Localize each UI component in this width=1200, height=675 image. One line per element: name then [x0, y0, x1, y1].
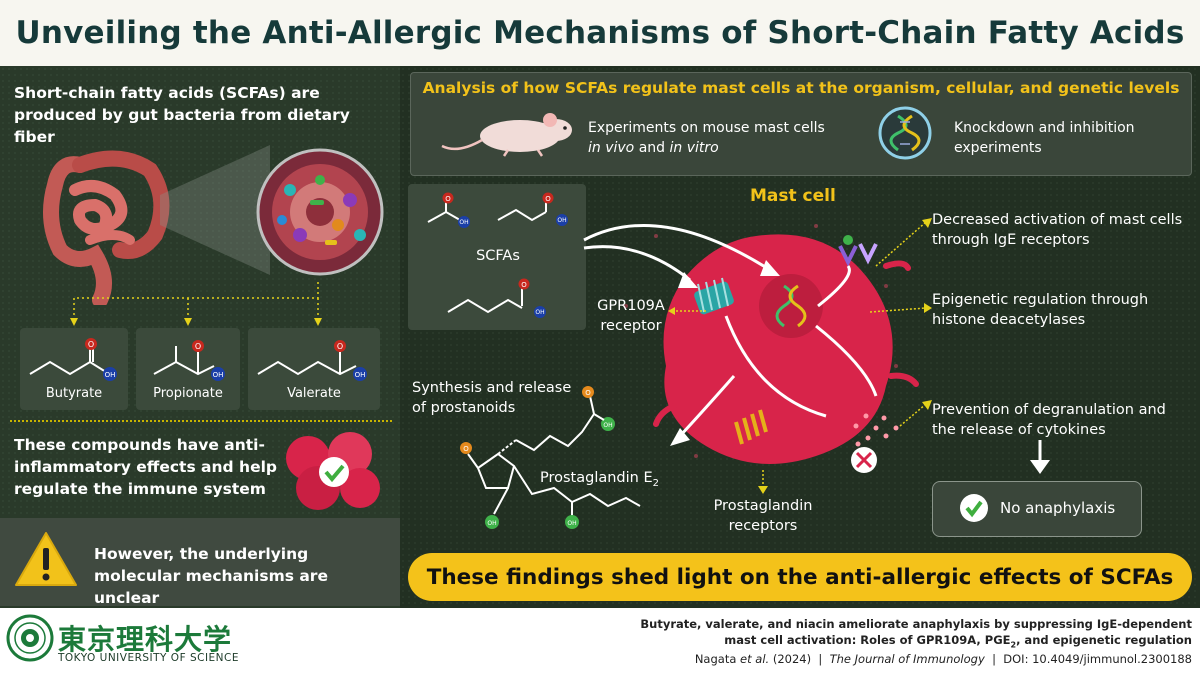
intestine-icon — [43, 150, 170, 305]
effect-pointers — [870, 218, 932, 427]
mouse-icon — [441, 113, 572, 157]
svg-text:OH: OH — [487, 520, 496, 527]
citation-title: Butyrate, valerate, and niacin ameliorat… — [640, 617, 1192, 650]
svg-text:OH: OH — [355, 371, 366, 379]
page-title: Unveiling the Anti-Allergic Mechanisms o… — [15, 15, 1185, 51]
svg-text:OH: OH — [459, 219, 468, 226]
molecule-card-propionate: O OH Propionate — [136, 328, 240, 410]
analysis-title: Analysis of how SCFAs regulate mast cell… — [422, 79, 1180, 97]
exp1-line2: in vivo and in vitro — [588, 140, 719, 156]
scfa-intro-text: Short-chain fatty acids (SCFAs) are prod… — [14, 84, 350, 146]
svg-text:O: O — [337, 342, 343, 351]
effect-ige-text: Decreased activation of mast cells throu… — [932, 212, 1183, 248]
footer — [0, 608, 1200, 675]
molecule-label: Butyrate — [45, 386, 103, 401]
pge2-label: Prostaglandin E2 — [540, 470, 660, 489]
prostaglandin-receptor-icon — [734, 409, 768, 445]
university-logo-icon — [6, 614, 54, 662]
molecule-card-valerate: O OH Valerate — [248, 328, 380, 410]
svg-text:O: O — [585, 389, 591, 397]
molecule-label: Valerate — [287, 386, 341, 401]
warning-triangle-icon — [15, 532, 77, 586]
dotted-divider — [10, 420, 392, 422]
gut-illustration — [43, 145, 384, 305]
check-circle-icon — [960, 494, 988, 522]
nucleus-dna-icon — [775, 284, 807, 328]
pge2-release-arrow — [670, 375, 736, 446]
svg-text:O: O — [463, 445, 469, 453]
scfas-label: SCFAs — [476, 248, 520, 264]
degranulation-icon — [853, 413, 899, 447]
warning-text: However, the underlying molecular mechan… — [94, 545, 328, 607]
pg-receptors-label: Prostaglandin receptors — [713, 498, 813, 534]
svg-text:OH: OH — [213, 371, 224, 379]
warning-panel — [0, 518, 400, 606]
university-name-jp: 東京理科大学 — [58, 623, 233, 656]
scfa-structures-icon: O OH O OH O OH SCFAs — [427, 192, 568, 318]
butyrate-structure-icon: O OH — [29, 338, 117, 381]
university-name-en: TOKYO UNIVERSITY OF SCIENCE — [58, 652, 239, 664]
dna-circle-icon — [878, 106, 932, 160]
ige-receptor-icon — [838, 235, 878, 267]
mast-cell-title: Mast cell — [750, 186, 836, 206]
doi-text: DOI: 10.4049/jimmunol.2300188 — [1003, 652, 1192, 666]
citation-reference: Nagata et al. (2024) | The Journal of Im… — [694, 652, 1192, 666]
gpr109a-label: GPR109A receptor — [597, 298, 665, 334]
svg-text:OH: OH — [105, 371, 116, 379]
knockdown-experiment-text: Knockdown and inhibition experiments — [954, 120, 1135, 156]
mouse-experiment-text: Experiments on mouse mast cells in vivo … — [588, 118, 848, 158]
gpr-pointer — [668, 307, 706, 315]
svg-text:OH: OH — [535, 309, 544, 316]
svg-text:O: O — [521, 281, 527, 289]
nucleus-icon — [759, 274, 823, 338]
findings-text: These findings shed light on the anti-al… — [426, 564, 1174, 590]
scfa-entry-arrows — [583, 224, 780, 288]
prostanoid-synthesis-label: Synthesis and release of prostanoids — [412, 380, 572, 416]
svg-text:O: O — [195, 342, 201, 351]
exp1-line1: Experiments on mouse mast cells — [588, 120, 825, 136]
molecule-card-butyrate: O OH Butyrate — [20, 328, 128, 410]
svg-text:OH: OH — [567, 520, 576, 527]
gpr109a-receptor-icon — [694, 277, 734, 315]
svg-text:OH: OH — [557, 217, 566, 224]
block-x-icon — [851, 447, 877, 473]
pge2-structure-icon: O O OH OH OH — [460, 386, 641, 529]
down-arrow-icon — [1030, 440, 1050, 474]
title-bar: Unveiling the Anti-Allergic Mechanisms o… — [0, 0, 1200, 66]
svg-text:OH: OH — [603, 422, 612, 429]
mast-cell-diagram — [624, 224, 919, 473]
gut-bacteria-magnified-icon — [256, 148, 384, 276]
svg-text:O: O — [545, 195, 551, 203]
svg-text:O: O — [445, 195, 451, 203]
connector-lines — [70, 282, 322, 326]
healthy-cells-check-icon — [286, 432, 380, 510]
propionate-structure-icon: O OH — [153, 340, 225, 381]
signal-arrows — [724, 265, 878, 418]
no-anaphylaxis-text: No anaphylaxis — [1000, 499, 1116, 517]
findings-banner: These findings shed light on the anti-al… — [408, 553, 1192, 601]
svg-text:O: O — [88, 340, 94, 349]
effect-degranulation-text: Prevention of degranulation and the rele… — [932, 402, 1166, 438]
valerate-structure-icon: O OH — [257, 340, 367, 381]
pg-pointer — [758, 470, 768, 494]
compounds-effects-text: These compounds have anti-inflammatory e… — [14, 436, 278, 498]
molecule-label: Propionate — [153, 386, 223, 401]
effect-epigenetic-text: Epigenetic regulation through histone de… — [932, 292, 1149, 328]
